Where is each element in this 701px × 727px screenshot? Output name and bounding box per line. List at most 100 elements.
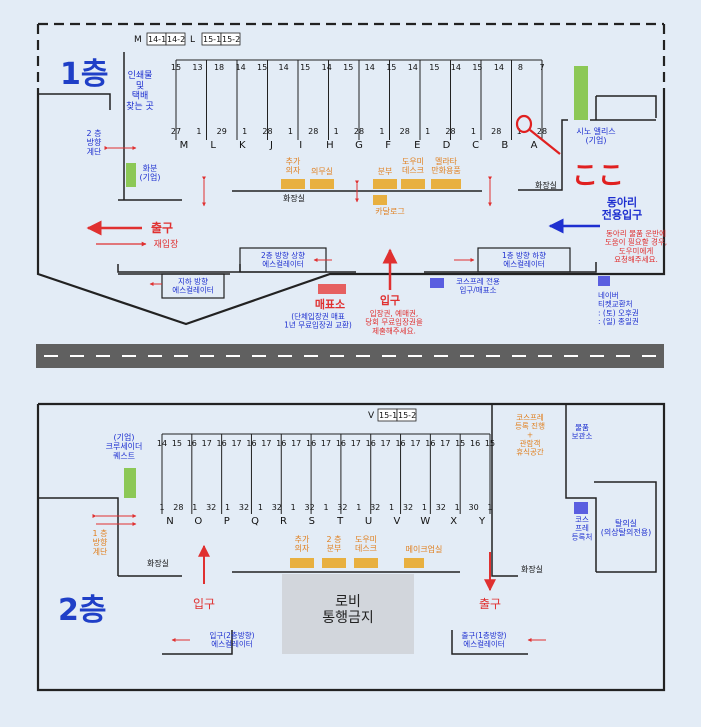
booth-number: 17 xyxy=(202,439,212,448)
cosplay-reg-booth xyxy=(574,502,588,514)
booth-number: 28 xyxy=(308,127,318,136)
esc-up-2f-label: 입구(2층방향)에스컬레이터 xyxy=(209,630,254,649)
booth-number: 1 xyxy=(323,503,328,512)
basement-esc-box xyxy=(161,273,225,299)
row-label-2f-15-2: 15-2 xyxy=(398,411,416,420)
booth-number: 15 xyxy=(386,63,396,72)
booth-number: 15 xyxy=(485,439,495,448)
booth-letter: V xyxy=(393,516,400,527)
restroom-1f-right: 화장실 xyxy=(535,180,557,190)
booth-letter: C xyxy=(472,140,479,151)
exit-label: 출구 xyxy=(151,220,173,235)
booth-number: 14 xyxy=(494,63,504,72)
booth-letter: B xyxy=(501,140,508,151)
malletta-booth xyxy=(431,179,461,189)
floor2-booth-grid xyxy=(161,433,491,514)
booth-letter: Q xyxy=(251,516,259,527)
row-label-14-2: 14-2 xyxy=(167,35,185,44)
booth-number: 16 xyxy=(246,439,256,448)
booth-number: 1 xyxy=(425,127,430,136)
booth-number: 1 xyxy=(487,503,492,512)
booth-number: 1 xyxy=(471,127,476,136)
floor2-outline xyxy=(36,402,666,692)
catalog-booth xyxy=(373,195,387,205)
booth-number: 7 xyxy=(539,63,544,72)
rental-label: 화분(기업) xyxy=(140,164,161,182)
booth-letter: J xyxy=(269,140,273,151)
booth-letter: G xyxy=(355,140,363,151)
floor1-outline xyxy=(36,22,666,326)
booth-number: 1 xyxy=(242,127,247,136)
restroom-2f-left: 화장실 xyxy=(147,558,169,568)
row-label-14-1: 14-1 xyxy=(148,35,166,44)
booth-number: 16 xyxy=(366,439,376,448)
booth-letter: A xyxy=(531,140,538,151)
row-label-l: L xyxy=(190,35,195,45)
booth-number: 28 xyxy=(173,503,183,512)
booth-number: 1 xyxy=(258,503,263,512)
booth-number: 13 xyxy=(192,63,202,72)
ticket-office-label: 매표소 xyxy=(315,297,345,311)
booth-letter: M xyxy=(180,140,189,151)
booth-number: 32 xyxy=(272,503,282,512)
booth-number: 1 xyxy=(291,503,296,512)
booth-number: 17 xyxy=(261,439,271,448)
booth-number: 15 xyxy=(171,63,181,72)
floor1-title: 1층 xyxy=(60,57,108,92)
booth-number: 15 xyxy=(172,439,182,448)
booth-number: 28 xyxy=(537,127,547,136)
booth-letter: S xyxy=(309,516,315,527)
restroom-2f-right: 화장실 xyxy=(521,564,543,574)
booth-number: 1 xyxy=(422,503,427,512)
booth-number: 16 xyxy=(395,439,405,448)
sinno-label: 시노 앨리스(기업) xyxy=(576,126,615,145)
booth-number: 17 xyxy=(321,439,331,448)
booth-number: 14 xyxy=(157,439,167,448)
booth-number: 15 xyxy=(343,63,353,72)
booth-number: 1 xyxy=(159,503,164,512)
booth-number: 14 xyxy=(365,63,375,72)
restroom-1f-mid: 화장실 xyxy=(283,193,305,203)
makeup-label: 메이크업실 xyxy=(406,544,443,554)
naver-booth xyxy=(598,276,610,286)
booth-number: 28 xyxy=(491,127,501,136)
here-marker xyxy=(515,114,533,134)
booth-number: 17 xyxy=(351,439,361,448)
booth-letter: F xyxy=(385,140,391,151)
booth-letter: N xyxy=(166,516,173,527)
booth-number: 29 xyxy=(217,127,227,136)
booth-number: 1 xyxy=(389,503,394,512)
booth-number: 32 xyxy=(436,503,446,512)
booth-number: 14 xyxy=(322,63,332,72)
booth-number: 16 xyxy=(187,439,197,448)
booth-number: 16 xyxy=(306,439,316,448)
exit-2f-label: 출구 xyxy=(479,597,501,611)
booth-number: 28 xyxy=(354,127,364,136)
division-2f-booth xyxy=(322,558,346,568)
row-label-v: V xyxy=(368,411,375,421)
rental-booth xyxy=(126,163,136,187)
booth-number: 17 xyxy=(440,439,450,448)
road xyxy=(36,344,664,368)
booth-number: 15 xyxy=(455,439,465,448)
entrance-label: 입구 xyxy=(380,294,400,307)
floor1-row-legend: M 14-1 14-2 L 15-1 15-2 xyxy=(134,32,241,46)
